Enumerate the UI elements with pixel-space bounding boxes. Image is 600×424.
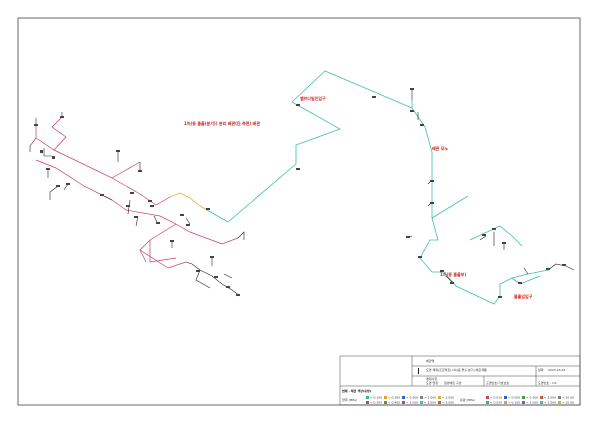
title-row1-right-value: 2023-03-24 — [548, 368, 566, 372]
sheet-border — [17, 17, 581, 406]
legend-label: > 1.000 — [424, 396, 436, 400]
legend-label: < 0.500 — [526, 396, 538, 400]
legend-swatch — [420, 396, 423, 399]
title-block-marker — [418, 368, 419, 374]
legend-label: < 0.500 — [406, 396, 418, 400]
legend-right-flow: < 0.010< 0.020 < 0.050< 0.100 < 0.500< 1.0… — [486, 396, 574, 405]
legend-swatch — [522, 396, 525, 399]
title-row3-value: 일반배관 구성 — [444, 380, 462, 385]
title-row1-right-label: 날짜 — [538, 367, 544, 372]
legend-label: < 10.00 — [562, 396, 574, 400]
legend-label: < 0.020 — [490, 401, 502, 405]
legend-swatch — [366, 401, 369, 404]
annotation-line-d: 돌출입입구 — [514, 293, 533, 299]
legend-left-pressure: < 0.100< 0.200 < 0.300< 0.400 < 0.500< 1.0… — [366, 396, 454, 405]
legend-swatch — [558, 396, 561, 399]
legend-swatch — [402, 396, 405, 399]
legend-swatch — [402, 401, 405, 404]
legend-label: < 0.050 — [508, 396, 520, 400]
legend-swatch — [384, 396, 387, 399]
annotation-line-b: 배관 모노 — [432, 145, 448, 151]
legend-left-title: 압력 (MPa) — [342, 397, 357, 402]
legend-label: < 0.010 — [490, 396, 502, 400]
legend-swatch — [438, 396, 441, 399]
red-pipe-network — [29, 116, 239, 269]
legend-label: < 0.100 — [508, 401, 520, 405]
yellow-pipe-segment — [169, 192, 208, 211]
legend-swatch — [486, 396, 489, 399]
fitting-markers — [34, 88, 566, 298]
legend-swatch — [384, 401, 387, 404]
legend-swatch — [366, 396, 369, 399]
title-block — [339, 355, 581, 406]
legend-swatch — [558, 401, 561, 404]
legend-swatch — [522, 401, 525, 404]
legend-label: < 0.300 — [388, 396, 400, 400]
legend-swatch — [540, 401, 543, 404]
legend-swatch — [438, 401, 441, 404]
dark-pipe-stubs — [29, 88, 575, 297]
legend-label: < 5.000 — [544, 401, 556, 405]
title-header: 배관명 — [426, 358, 435, 363]
legend-swatch — [540, 396, 543, 399]
legend-swatch — [486, 401, 489, 404]
annotation-line-c: 1차(동 돌출부) — [440, 271, 466, 277]
legend-label: < 0.400 — [388, 401, 400, 405]
title-row1-value: 1차(동 돌출 분기) 배관계통 — [452, 367, 487, 372]
title-row3-right: 도면번호 : 1/1 — [538, 380, 557, 385]
legend-heading: 범례 · 배관 색상(유량) — [342, 388, 372, 393]
title-row1-label: 도면 제목(프로젝트) — [426, 367, 451, 372]
legend-label: < 3.000 — [442, 396, 454, 400]
teal-pipe-network — [206, 70, 549, 305]
legend-swatch — [504, 401, 507, 404]
legend-right-title: 유량 (MPa) — [460, 397, 475, 402]
annotation-line-a: 밸브다일인입구 — [300, 95, 326, 101]
legend-swatch — [504, 396, 507, 399]
title-row2-label: 결재사항 — [426, 376, 437, 381]
legend-label: > 10.00 — [562, 401, 574, 405]
legend-label: < 0.100 — [370, 396, 382, 400]
title-row3-label: 도면 명칭 — [426, 380, 438, 385]
legend-label: < 1.000 — [526, 401, 538, 405]
title-row3-mid: 도면번호/기호번호 — [486, 380, 509, 385]
legend-label: < 2.000 — [544, 396, 556, 400]
legend-label: < 1.000 — [406, 401, 418, 405]
legend-label: < 5.000 — [442, 401, 454, 405]
legend-label: < 2.000 — [424, 401, 436, 405]
annotation-main-note: 1차(동 돌출(분기)) 분리 배관(단 측면) 배관 — [184, 120, 260, 126]
legend-swatch — [420, 401, 423, 404]
legend-label: < 0.200 — [370, 401, 382, 405]
